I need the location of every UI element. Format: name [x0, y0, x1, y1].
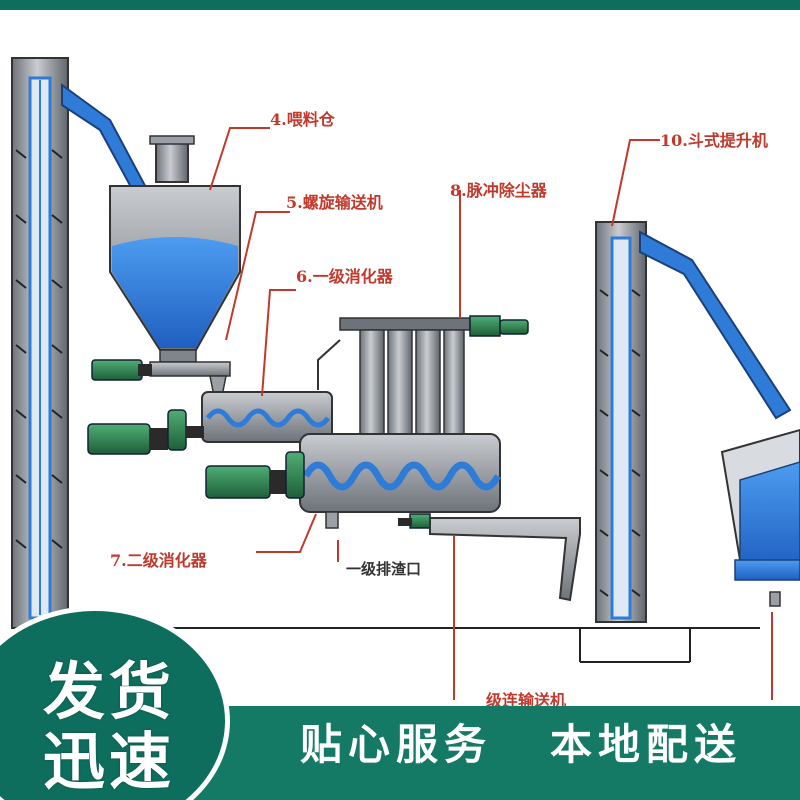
badge-line-2: 迅速	[43, 725, 176, 798]
right-silo	[720, 428, 800, 607]
left-bucket-elevator	[11, 57, 152, 629]
banner-delivery-text: 本地配送	[550, 720, 743, 769]
label-primary-digester: 6.一级消化器	[296, 267, 394, 286]
ground-line	[70, 627, 760, 663]
banner-service-text: 贴心服务	[300, 720, 493, 769]
label-slag-outlet: 一级排渣口	[346, 560, 421, 578]
label-bucket-elevator: 10.斗式提升机	[660, 131, 768, 150]
label-screw-conveyor: 5.螺旋输送机	[286, 193, 383, 212]
outline-lines	[453, 536, 773, 700]
label-dust-collector: 8.脉冲除尘器	[450, 181, 548, 200]
leader-lines	[209, 127, 660, 562]
screw-conveyor	[87, 391, 333, 455]
secondary-digester	[205, 433, 502, 529]
label-bottom-partial: 级连输送机	[486, 691, 566, 710]
silo-feeder	[91, 359, 231, 397]
pulse-dust-collector	[317, 315, 529, 441]
top-border	[0, 0, 800, 10]
label-feed-silo: 4.喂料仓	[270, 110, 336, 129]
badge-line-1: 发货	[43, 655, 176, 728]
label-secondary-digester: 7.二级消化器	[110, 551, 208, 570]
discharge-chute	[429, 517, 581, 602]
feed-silo	[109, 135, 241, 363]
right-bucket-elevator	[595, 221, 792, 623]
